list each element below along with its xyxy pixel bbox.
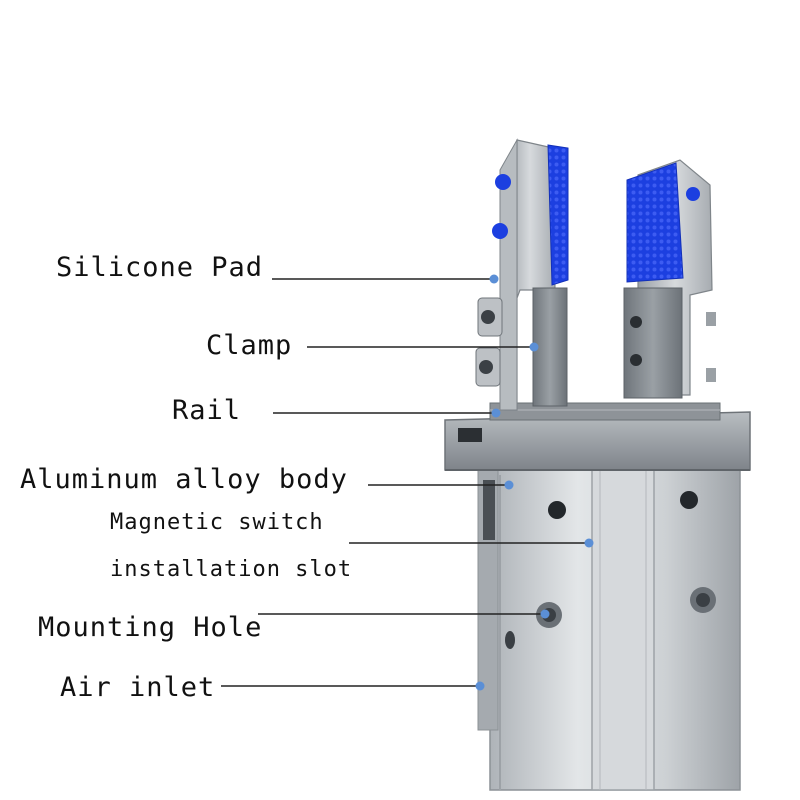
marker-silicone-pad — [489, 274, 499, 284]
marker-aluminum-body — [504, 480, 514, 490]
marker-mounting-hole — [540, 609, 550, 619]
right-jaw — [623, 159, 716, 399]
marker-air-inlet — [475, 681, 485, 691]
label-aluminum-body: Aluminum alloy body — [20, 464, 348, 495]
label-mounting-hole: Mounting Hole — [38, 612, 263, 643]
label-silicone-pad: Silicone Pad — [56, 252, 264, 283]
leader-lines — [221, 278, 587, 687]
aluminum-body — [477, 469, 741, 791]
label-rail: Rail — [172, 395, 242, 426]
left-jaw — [475, 138, 569, 411]
top-plate — [444, 411, 751, 471]
marker-magnetic-switch — [584, 538, 594, 548]
marker-clamp — [529, 342, 539, 352]
marker-dots — [475, 274, 594, 691]
label-clamp: Clamp — [206, 330, 293, 361]
label-magnetic-switch-line2: installation slot — [110, 557, 353, 582]
marker-rail — [491, 408, 501, 418]
rail — [489, 402, 721, 421]
label-magnetic-switch-line1: Magnetic switch — [110, 510, 324, 535]
label-air-inlet: Air inlet — [60, 672, 216, 703]
